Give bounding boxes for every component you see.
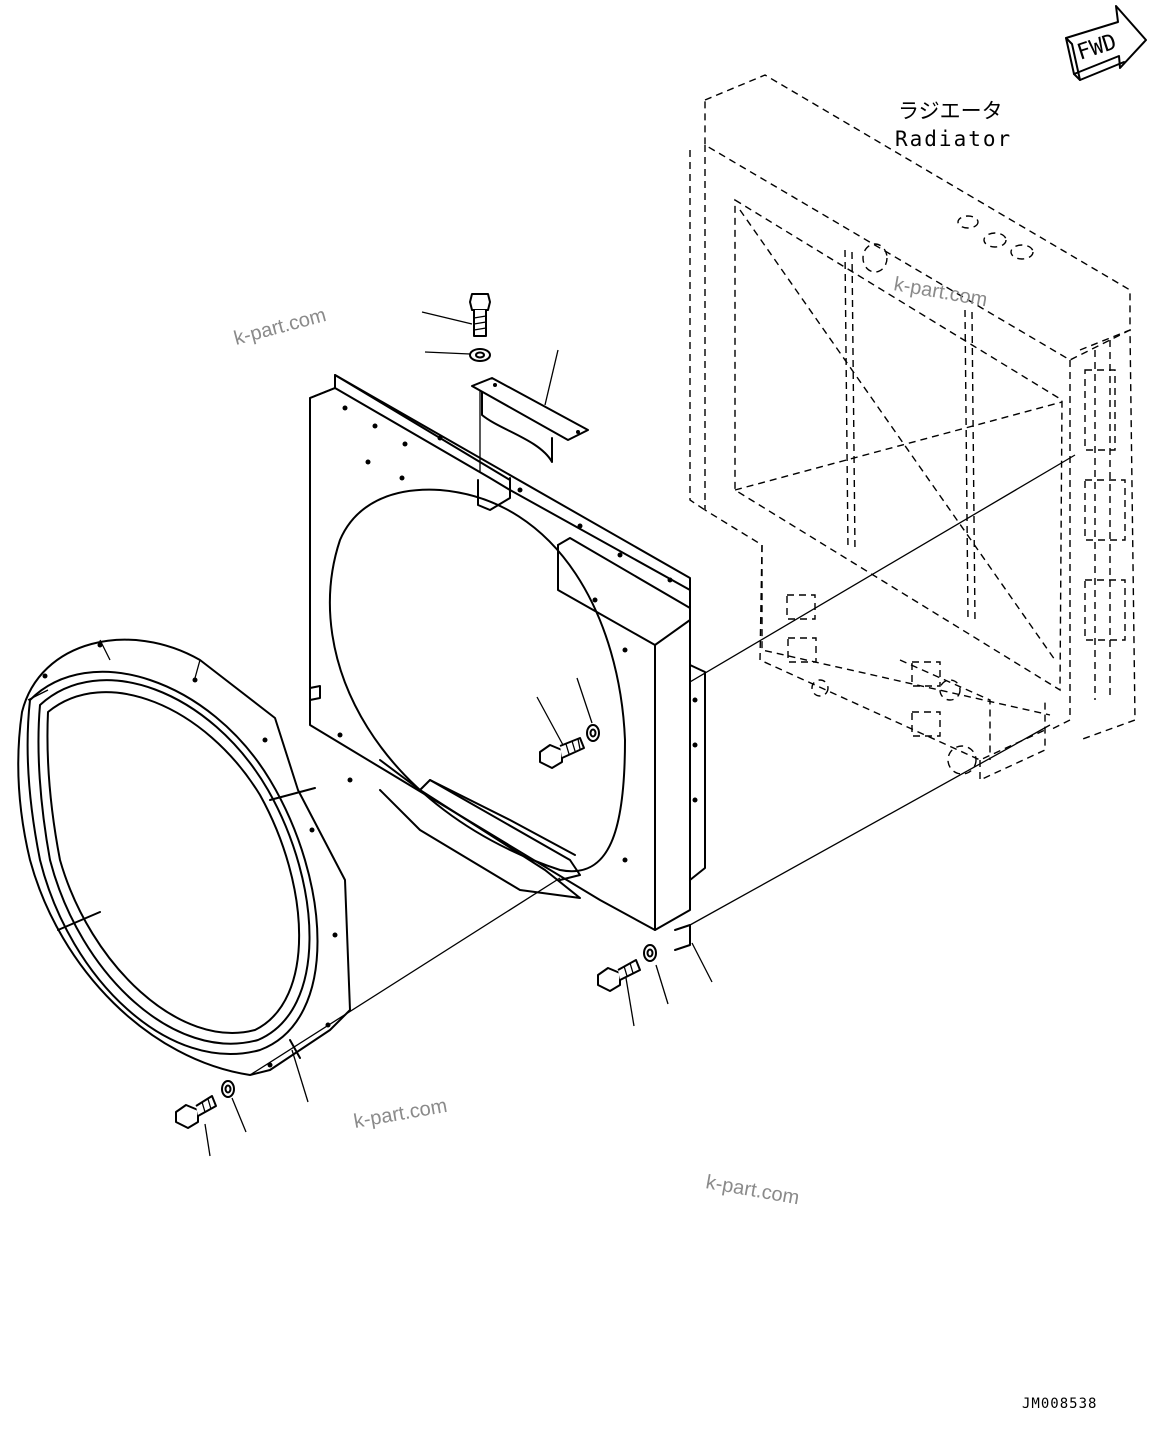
watermark-2: k-part.com bbox=[892, 273, 989, 311]
top-washer bbox=[469, 348, 491, 362]
top-bracket bbox=[471, 377, 589, 463]
radiator-label-japanese: ラジエータ bbox=[898, 99, 1003, 123]
lower-right-washer bbox=[643, 944, 657, 962]
top-bolt bbox=[469, 293, 491, 337]
lower-left-washer bbox=[221, 1080, 235, 1098]
watermark-4: k-part.com bbox=[704, 1171, 801, 1209]
radiator-label-english: Radiator bbox=[895, 127, 1012, 151]
watermark-1: k-part.com bbox=[232, 304, 329, 350]
middle-washer bbox=[586, 724, 600, 742]
fwd-arrow-badge: FWD bbox=[1065, 5, 1147, 81]
callout-leaders bbox=[204, 311, 713, 1157]
fwd-label: FWD bbox=[1074, 30, 1120, 66]
middle-bolt bbox=[539, 737, 585, 769]
figure-code: JM008538 bbox=[1022, 1396, 1097, 1412]
lower-right-bolt bbox=[597, 959, 641, 992]
fan-ring bbox=[17, 638, 351, 1076]
radiator-phantom-outline bbox=[689, 74, 1136, 782]
watermark-3: k-part.com bbox=[352, 1095, 449, 1133]
fan-shroud bbox=[309, 374, 706, 951]
lower-left-bolt bbox=[175, 1095, 217, 1129]
